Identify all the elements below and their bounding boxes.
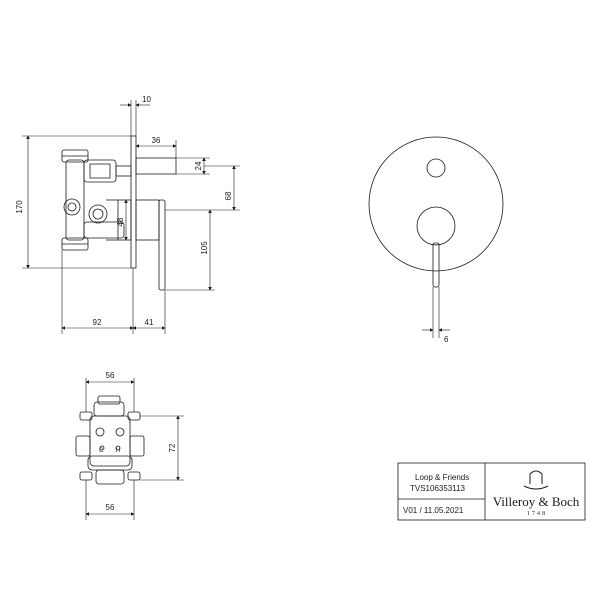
dim-side-lever-dia: 48 (116, 217, 125, 226)
side-view (61, 135, 177, 291)
brand-logo-icon (523, 470, 549, 490)
dim-side-spindle-dia: 24 (194, 161, 203, 170)
side-valve-body (61, 149, 132, 251)
dim-side-top-width: 10 (142, 95, 151, 104)
dim-bottom-width-top: 56 (106, 371, 115, 380)
dim-bottom-width-bottom: 56 (106, 503, 115, 512)
side-spindle (135, 157, 177, 175)
side-rosette (135, 199, 160, 241)
title-product-name: Loop & Friends (415, 473, 469, 482)
bottom-view (75, 395, 145, 485)
dim-side-lever-height: 105 (200, 241, 209, 255)
brand-name: Villeroy & Boch (493, 494, 580, 509)
dim-bottom-height: 72 (168, 443, 177, 452)
dim-side-projection: 41 (145, 318, 154, 327)
title-block (397, 462, 586, 521)
front-lever-hub (416, 206, 456, 246)
front-lever (432, 242, 440, 288)
front-dimensions (422, 287, 450, 338)
dim-side-body-depth: 92 (93, 318, 102, 327)
dim-side-height: 170 (15, 200, 24, 214)
dim-side-spindle-length: 36 (152, 136, 161, 145)
bottom-label-h: H (116, 448, 120, 454)
dim-side-offset: 68 (224, 191, 233, 200)
bottom-dimensions (85, 378, 184, 520)
dim-front-lever-width: 6 (444, 335, 449, 344)
bottom-label-c: C (99, 448, 104, 454)
side-dimensions (22, 100, 240, 334)
front-view (368, 136, 504, 288)
front-diverter-knob (426, 158, 446, 178)
brand-year: 1748 (527, 511, 547, 517)
title-article-number: TVS106353113 (410, 484, 466, 493)
side-wall-plate (130, 135, 137, 269)
front-rosette (368, 136, 504, 272)
side-lever (158, 199, 166, 291)
title-version: V01 / 11.05.2021 (403, 506, 464, 515)
